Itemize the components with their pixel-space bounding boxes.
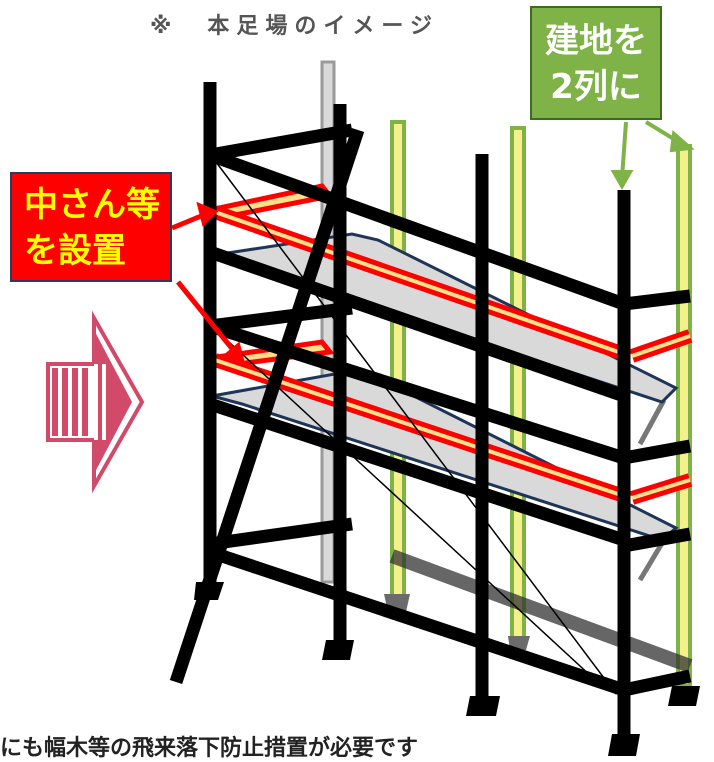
diagram-title: ※ 本足場のイメージ bbox=[150, 14, 439, 39]
green-callout-arrows bbox=[610, 120, 695, 191]
callout-red-line1: 中さん等 bbox=[24, 185, 160, 225]
diagonal-braces bbox=[215, 161, 617, 695]
bottom-note: にも幅木等の飛来落下防止措置が必要です bbox=[0, 736, 419, 761]
callout-green-line1: 建地を bbox=[545, 21, 647, 61]
callout-mid-rail: 中さん等 を設置 bbox=[10, 172, 172, 282]
black-pipe-frame bbox=[169, 82, 692, 738]
callout-red-line2: を設置 bbox=[24, 231, 126, 271]
base-feet-grey bbox=[384, 398, 693, 673]
red-callout-arrows bbox=[171, 201, 246, 367]
right-arrow-icon bbox=[46, 310, 145, 494]
green-uprights bbox=[390, 120, 692, 688]
base-feet bbox=[194, 582, 700, 756]
callout-two-rows-uprights: 建地を 2列に bbox=[530, 6, 662, 120]
callout-green-line2: 2列に bbox=[550, 67, 642, 107]
